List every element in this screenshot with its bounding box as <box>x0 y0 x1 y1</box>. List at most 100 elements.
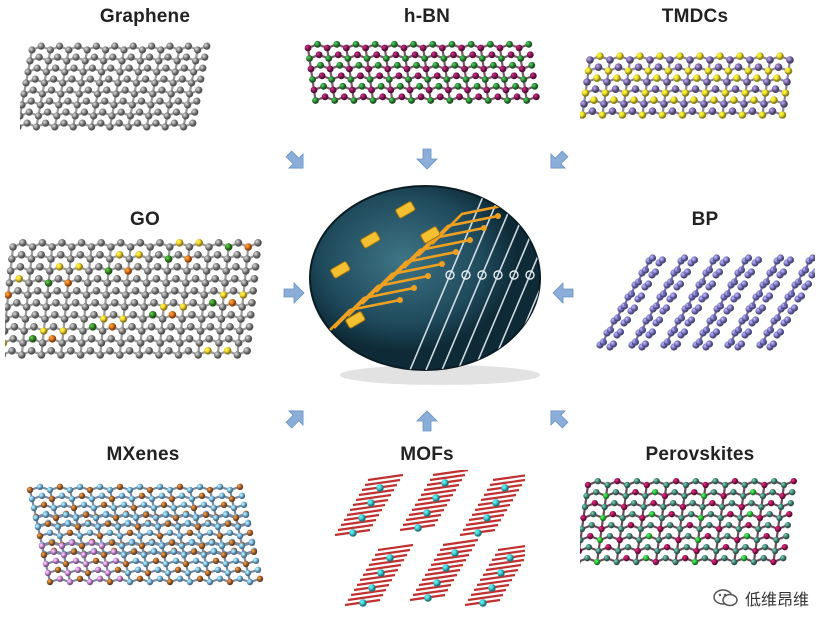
atom <box>733 292 742 300</box>
atom <box>774 525 782 533</box>
atom <box>48 495 56 503</box>
atom <box>142 279 151 287</box>
atom <box>226 578 234 586</box>
atom <box>206 323 215 331</box>
atom <box>170 119 178 127</box>
atom <box>94 566 102 574</box>
atom <box>734 536 741 544</box>
atom <box>158 492 166 500</box>
atom <box>36 101 44 109</box>
atom <box>748 107 757 115</box>
atom <box>156 339 164 347</box>
atom <box>145 347 153 355</box>
wechat-icon <box>713 589 738 607</box>
atom <box>54 566 62 574</box>
atom <box>128 495 136 503</box>
atom <box>103 86 111 94</box>
atom <box>13 299 21 307</box>
atom <box>708 107 717 115</box>
atom <box>481 76 489 83</box>
atom <box>176 86 184 94</box>
atom <box>385 76 393 83</box>
atom <box>459 55 467 62</box>
atom <box>130 548 138 556</box>
atom <box>626 532 633 540</box>
atom <box>148 495 156 503</box>
atom <box>610 96 618 104</box>
atom <box>165 101 173 109</box>
atom <box>606 56 614 64</box>
atom <box>733 74 741 82</box>
atom <box>74 42 82 50</box>
atom <box>584 67 593 75</box>
atom <box>65 46 73 54</box>
atom <box>236 575 244 583</box>
atom <box>686 521 693 529</box>
atom <box>531 82 539 90</box>
atom <box>85 267 93 275</box>
atom <box>671 488 678 496</box>
atom <box>642 554 650 562</box>
atom <box>223 347 232 355</box>
atom <box>251 263 260 271</box>
mof-lattice <box>334 470 525 607</box>
atom <box>712 328 721 336</box>
atom <box>122 511 130 519</box>
atom <box>76 351 85 359</box>
atom <box>96 532 104 540</box>
atom <box>166 335 174 343</box>
atom <box>336 61 344 69</box>
atom <box>31 311 39 319</box>
atom <box>608 521 615 529</box>
atom <box>70 548 78 556</box>
atom <box>379 93 387 101</box>
atom <box>200 551 208 559</box>
atom <box>483 86 491 94</box>
atom <box>702 481 709 489</box>
atom <box>130 504 138 512</box>
atom <box>365 65 372 73</box>
atom <box>126 486 134 494</box>
atom <box>529 72 537 80</box>
atom <box>715 268 724 276</box>
atom <box>640 100 648 108</box>
atom <box>201 53 209 61</box>
atom <box>734 63 743 71</box>
atom <box>48 243 56 251</box>
atom <box>705 340 714 348</box>
atom <box>157 46 165 54</box>
atom <box>138 327 146 335</box>
atom <box>497 569 505 577</box>
atom <box>584 554 591 562</box>
atom <box>432 61 440 69</box>
atom <box>347 76 355 83</box>
atom <box>183 267 191 275</box>
atom <box>243 255 251 263</box>
atom <box>166 578 174 586</box>
atom <box>46 267 54 275</box>
atom <box>136 532 144 540</box>
atom <box>60 501 68 509</box>
atom <box>660 503 667 511</box>
atom <box>140 86 148 94</box>
atom <box>76 251 85 259</box>
atom <box>32 299 41 307</box>
atom <box>666 56 674 64</box>
atom <box>94 90 102 98</box>
atom <box>741 481 748 489</box>
atom <box>352 40 360 48</box>
atom <box>110 548 118 556</box>
central-chip-wafer <box>309 185 541 385</box>
atom <box>467 40 475 48</box>
atom <box>116 351 124 359</box>
atom <box>709 499 716 507</box>
atom <box>24 68 32 76</box>
atom <box>66 255 75 263</box>
atom <box>156 532 164 540</box>
atom <box>190 68 198 76</box>
atom <box>14 287 22 295</box>
atom <box>112 287 120 295</box>
atom <box>640 503 647 511</box>
atom <box>90 112 98 120</box>
atom <box>150 299 158 307</box>
